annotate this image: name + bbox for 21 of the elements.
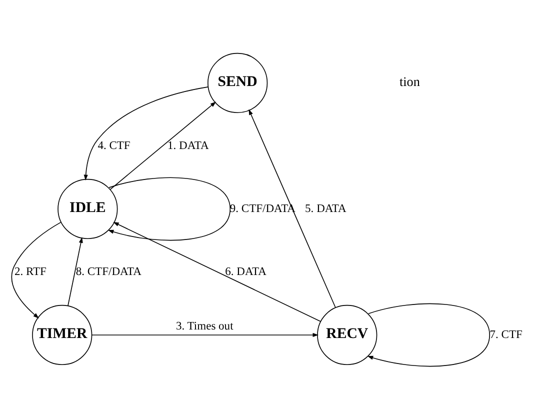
arrow	[248, 108, 336, 308]
arrow	[113, 221, 321, 322]
edge-label: 8. CTF/DATA	[76, 266, 142, 278]
arrow	[84, 86, 208, 180]
arrow	[110, 101, 216, 190]
arrow	[367, 302, 490, 366]
edge-label: 2. RTF	[14, 266, 46, 278]
edge-label: 6. DATA	[225, 266, 266, 278]
node-circle: RECV	[317, 304, 378, 365]
edge-label: 1. DATA	[168, 140, 209, 152]
arrow	[68, 236, 83, 306]
arrow	[11, 221, 62, 318]
edge-label: 4. CTF	[98, 140, 130, 152]
arrow	[91, 332, 319, 337]
arrow	[108, 176, 231, 240]
edge-label: 7. CTF	[490, 328, 522, 341]
node-circle: SEND	[208, 52, 268, 113]
edge-label: 5. DATA	[305, 202, 346, 215]
node-circle: IDLE	[58, 178, 118, 239]
edge-label: 3. Times out	[176, 320, 234, 332]
label: tion	[399, 74, 420, 89]
